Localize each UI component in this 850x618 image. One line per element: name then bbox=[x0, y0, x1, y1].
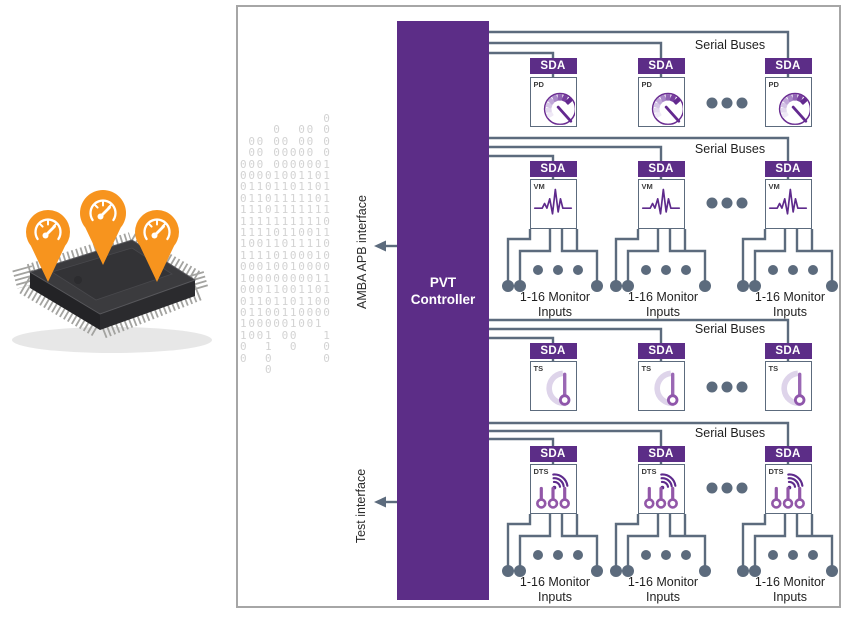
gauge-icon bbox=[34, 218, 62, 241]
sensor-type-label: DTS bbox=[768, 467, 784, 476]
sda-block: SDA bbox=[637, 446, 685, 462]
serial-buses-label-row4: Serial Buses bbox=[694, 426, 766, 440]
vm-monitor-box: VM bbox=[764, 179, 812, 229]
amba-apb-interface-label: AMBA APB interface bbox=[355, 195, 369, 309]
gauge-location-pin-3 bbox=[135, 210, 179, 282]
sensor-type-label: PD bbox=[768, 80, 779, 89]
sda-block: SDA bbox=[764, 343, 812, 359]
sda-block: SDA bbox=[637, 161, 685, 177]
pvt-controller-block bbox=[397, 21, 489, 600]
sda-block: SDA bbox=[529, 446, 577, 462]
serial-buses-label-row3: Serial Buses bbox=[694, 322, 766, 336]
pd-monitor-box: PD bbox=[764, 77, 812, 127]
sda-block: SDA bbox=[764, 161, 812, 177]
sensor-type-label: DTS bbox=[533, 467, 549, 476]
sensor-type-label: PD bbox=[641, 80, 652, 89]
sensor-type-label: TS bbox=[533, 364, 544, 373]
ts-monitor-box: TS bbox=[637, 361, 685, 411]
test-interface-label: Test interface bbox=[354, 468, 368, 544]
sda-block: SDA bbox=[637, 343, 685, 359]
dts-monitor-box: DTS bbox=[637, 464, 685, 514]
monitor-inputs-label: 1-16 Monitor Inputs bbox=[754, 290, 826, 319]
pd-monitor-box: PD bbox=[637, 77, 685, 127]
monitor-inputs-label: 1-16 Monitor Inputs bbox=[627, 290, 699, 319]
gauge-location-pin-2 bbox=[80, 190, 126, 265]
sensor-type-label: VM bbox=[533, 182, 545, 191]
sensor-type-label: DTS bbox=[641, 467, 657, 476]
gauge-icon bbox=[143, 218, 171, 241]
binary-pattern-backdrop: 0 0 00 0 00 00 00 0 00 00000 0 000 00000… bbox=[240, 112, 332, 376]
serial-buses-label-row1: Serial Buses bbox=[694, 38, 766, 52]
sensor-type-label: PD bbox=[533, 80, 544, 89]
sensor-type-label: TS bbox=[768, 364, 779, 373]
monitor-inputs-label: 1-16 Monitor Inputs bbox=[519, 575, 591, 604]
chip-shadow bbox=[12, 327, 212, 353]
monitor-inputs-label: 1-16 Monitor Inputs bbox=[627, 575, 699, 604]
dts-monitor-box: DTS bbox=[764, 464, 812, 514]
sensor-type-label: TS bbox=[641, 364, 652, 373]
gauge-icon bbox=[89, 199, 117, 222]
ts-monitor-box: TS bbox=[764, 361, 812, 411]
monitor-inputs-label: 1-16 Monitor Inputs bbox=[754, 575, 826, 604]
sda-block: SDA bbox=[529, 58, 577, 74]
monitor-inputs-label: 1-16 Monitor Inputs bbox=[519, 290, 591, 319]
vm-monitor-box: VM bbox=[529, 179, 577, 229]
chip-photo bbox=[12, 190, 212, 353]
sensor-type-label: VM bbox=[768, 182, 780, 191]
pvt-controller-label: PVT Controller bbox=[410, 275, 476, 307]
sensor-type-label: VM bbox=[641, 182, 653, 191]
serial-buses-label-row2: Serial Buses bbox=[694, 142, 766, 156]
ts-monitor-box: TS bbox=[529, 361, 577, 411]
sda-block: SDA bbox=[764, 58, 812, 74]
dts-monitor-box: DTS bbox=[529, 464, 577, 514]
sda-block: SDA bbox=[764, 446, 812, 462]
pd-monitor-box: PD bbox=[529, 77, 577, 127]
gauge-location-pin-1 bbox=[26, 210, 70, 282]
sda-block: SDA bbox=[637, 58, 685, 74]
sda-block: SDA bbox=[529, 343, 577, 359]
sda-block: SDA bbox=[529, 161, 577, 177]
vm-monitor-box: VM bbox=[637, 179, 685, 229]
